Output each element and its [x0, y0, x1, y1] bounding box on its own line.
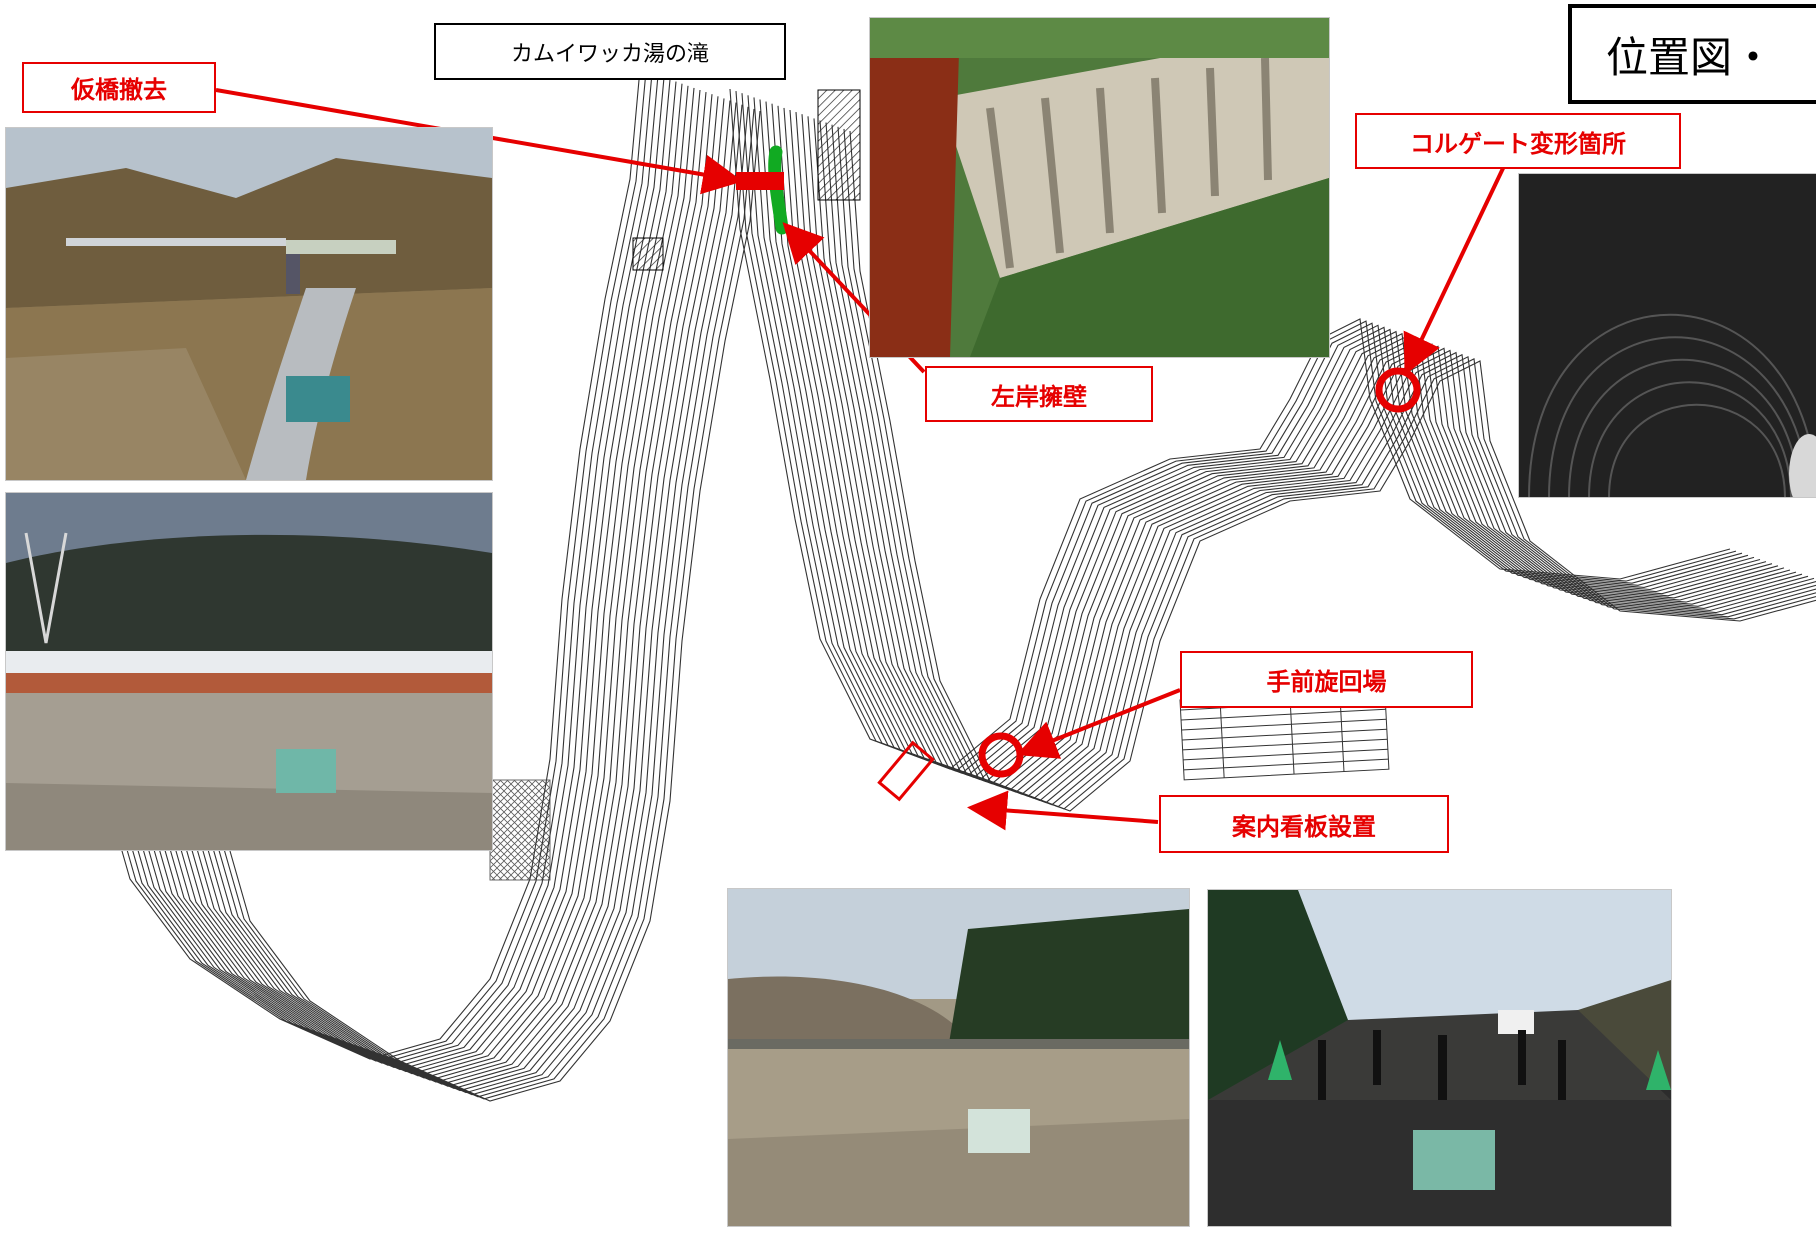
contour-line — [783, 107, 1785, 789]
contour-line — [813, 118, 1815, 800]
contour-line — [795, 112, 1797, 793]
contour-line — [139, 79, 671, 1071]
contour-line — [849, 130, 1816, 812]
photo-retaining-wall — [869, 17, 1330, 358]
culvert-deformation-circle — [1375, 367, 1421, 413]
contour-line — [837, 126, 1816, 808]
contour-line — [753, 97, 1755, 779]
contour-line — [181, 94, 713, 1085]
page-heading: 位置図・ — [1568, 4, 1816, 104]
contour-line — [819, 120, 1816, 802]
photo-turnaround-lot — [727, 888, 1190, 1227]
arrow-culvert — [1403, 161, 1508, 376]
photo-river-valley — [5, 127, 493, 481]
callout-guide-sign: 案内看板設置 — [1159, 795, 1449, 853]
contour-line — [169, 89, 701, 1081]
contour-line — [187, 96, 719, 1087]
contour-line — [193, 98, 725, 1089]
place-name-label: カムイワッカ湯の滝 — [434, 23, 786, 80]
contour-line — [777, 105, 1779, 787]
contour-line — [115, 71, 647, 1062]
arrow-turnaround — [1016, 688, 1181, 759]
contour-line — [109, 68, 641, 1060]
arrow-sign — [967, 790, 1159, 831]
temporary-bridge-marker — [736, 172, 784, 190]
contour-line — [741, 93, 1743, 774]
hatched-block — [632, 237, 664, 271]
contour-line — [133, 77, 665, 1068]
photo-parking-guardrail — [5, 492, 493, 851]
callout-left-bank-wall: 左岸擁壁 — [925, 366, 1153, 422]
contour-line — [229, 110, 761, 1102]
contour-line — [205, 102, 737, 1094]
photo-bollard-lot — [1207, 889, 1672, 1227]
callout-front-turnaround: 手前旋回場 — [1180, 651, 1473, 708]
photo-culvert-interior — [1518, 173, 1816, 498]
contour-line — [825, 122, 1816, 804]
contour-line — [151, 83, 683, 1075]
contour-line — [211, 104, 743, 1096]
contour-line — [843, 128, 1816, 810]
contour-line — [801, 114, 1803, 795]
drawing-table — [1179, 688, 1390, 781]
contour-line — [175, 92, 707, 1083]
grid-detail — [489, 779, 551, 881]
contour-line — [771, 103, 1773, 785]
contour-line — [217, 106, 749, 1098]
callout-bridge-removal: 仮橋撤去 — [22, 62, 216, 113]
contour-line — [729, 88, 1731, 770]
contour-line — [807, 116, 1809, 797]
callout-culvert-deformation: コルゲート変形箇所 — [1355, 113, 1681, 169]
contour-line — [199, 100, 731, 1092]
hatched-block — [817, 89, 861, 201]
guide-sign-location — [877, 740, 935, 802]
contour-line — [145, 81, 677, 1073]
contour-line — [765, 101, 1767, 783]
contour-line — [163, 87, 695, 1079]
contour-line — [121, 73, 653, 1064]
contour-line — [831, 124, 1816, 806]
contour-line — [127, 75, 659, 1066]
contour-line — [759, 99, 1761, 781]
contour-line — [157, 85, 689, 1077]
contour-line — [735, 91, 1737, 772]
contour-line — [747, 95, 1749, 776]
contour-line — [223, 108, 755, 1100]
contour-lines — [109, 68, 1816, 1102]
contour-line — [789, 109, 1791, 791]
